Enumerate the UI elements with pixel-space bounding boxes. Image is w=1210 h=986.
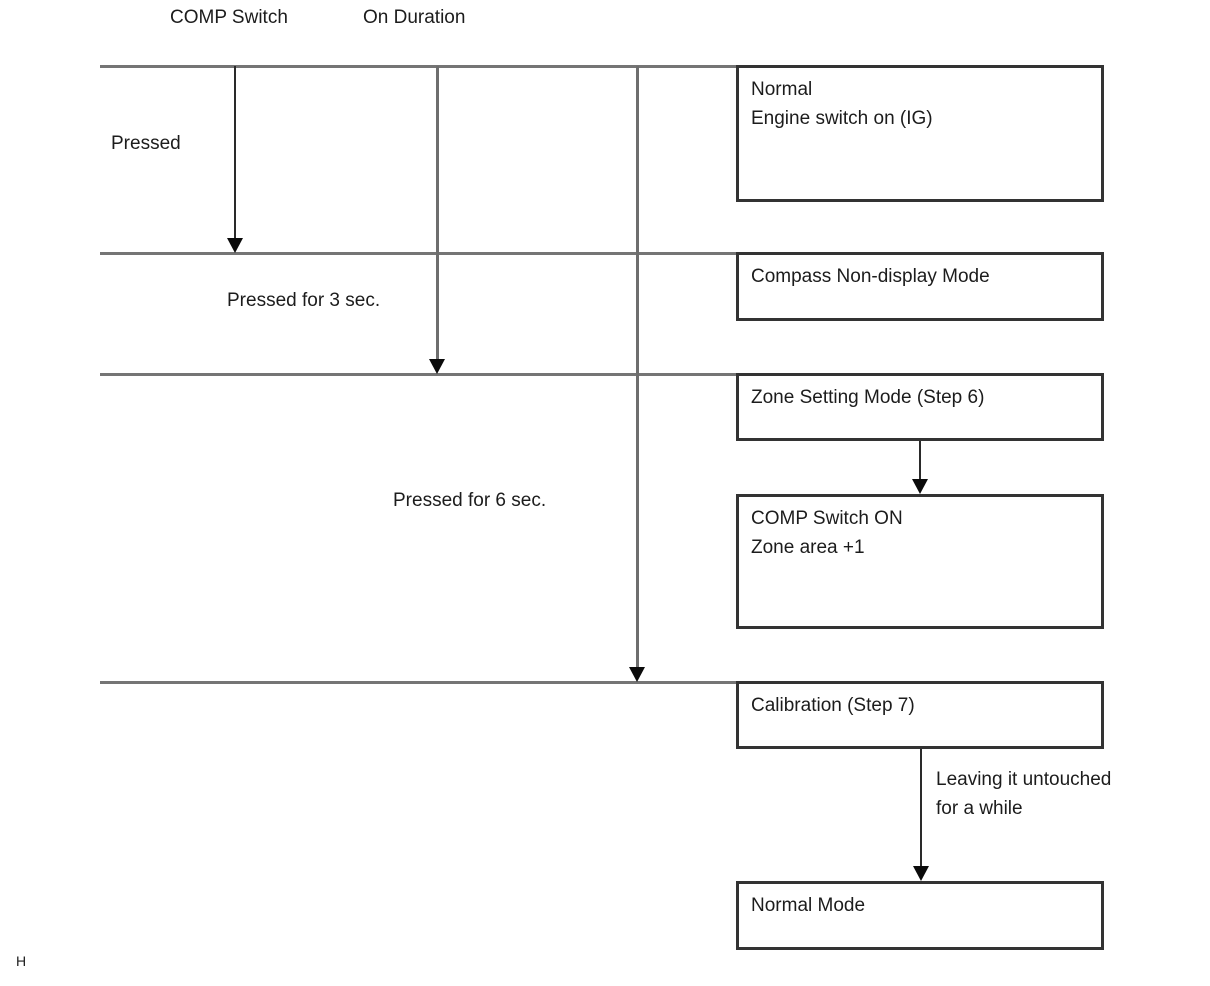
pressed-6sec-label: Pressed for 6 sec. [393,490,547,511]
pressed-3sec-label: Pressed for 3 sec. [227,290,381,311]
arrow-down-icon [913,866,929,881]
mode-box-comp-switch-on: COMP Switch ON Zone area +1 [736,494,1104,629]
mode-box-text: Zone Setting Mode (Step 6) [751,387,985,408]
comp-switch-column-header: COMP Switch [170,7,288,28]
leaving-untouched-label: Leaving it untouched for a while [936,765,1111,823]
on-duration-column-header: On Duration [363,7,466,28]
mode-box-text: Zone area +1 [751,537,865,558]
leaving-untouched-line1: Leaving it untouched [936,769,1112,790]
arrow-down-icon [429,359,445,374]
mode-box-text: COMP Switch ON [751,508,903,529]
arrow-line-pressed [234,66,236,241]
mode-box-text: Normal [751,79,813,100]
arrow-down-icon [629,667,645,682]
mode-box-calibration: Calibration (Step 7) [736,681,1104,749]
section-line-normal [100,65,736,68]
connector-calibration-to-normal [920,749,922,868]
mode-box-normal: Normal Engine switch on (IG) [736,65,1104,202]
mode-box-zone-setting: Zone Setting Mode (Step 6) [736,373,1104,441]
arrow-down-icon [227,238,243,253]
arrow-line-pressed-3sec [436,66,439,361]
leaving-untouched-line2: for a while [936,798,1023,819]
section-line-zone-setting [100,373,736,376]
mode-box-text: Calibration (Step 7) [751,695,915,716]
connector-zone-to-comp [919,441,921,481]
mode-box-normal-mode: Normal Mode [736,881,1104,950]
mode-box-text: Engine switch on (IG) [751,108,933,129]
mode-box-text: Compass Non-display Mode [751,266,990,287]
arrow-down-icon [912,479,928,494]
section-line-calibration [100,681,736,684]
mode-box-compass-non-display: Compass Non-display Mode [736,252,1104,321]
pressed-label: Pressed [111,133,181,154]
section-line-non-display [100,252,736,255]
page-footer-mark: H [16,953,27,969]
arrow-line-pressed-6sec [636,66,639,669]
mode-box-text: Normal Mode [751,895,866,916]
